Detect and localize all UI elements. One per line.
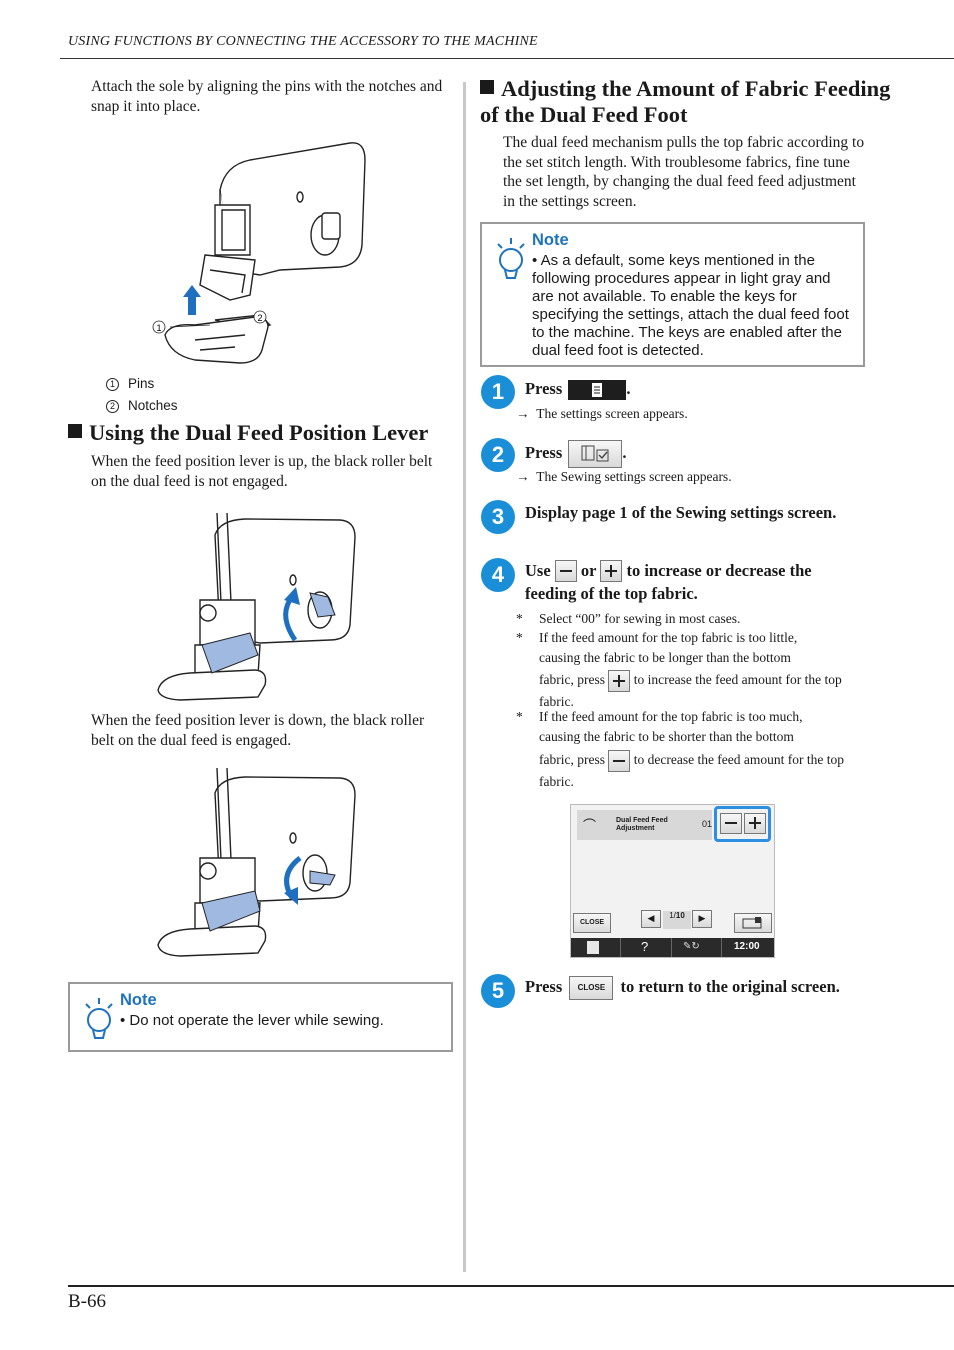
bullet-3-rest: fabric, press to decrease the feed amoun… <box>539 750 864 792</box>
plus-key-inline[interactable] <box>608 670 631 692</box>
step-3-badge: 3 <box>481 500 515 534</box>
running-header: USING FUNCTIONS BY CONNECTING THE ACCESS… <box>68 34 538 49</box>
highlight-box <box>714 806 771 842</box>
minus-icon <box>559 570 572 573</box>
bullet-marker-2: * <box>516 630 523 645</box>
note-title-left: Note <box>120 991 157 1009</box>
setting-row <box>577 810 712 840</box>
note-title-right: Note <box>532 231 569 249</box>
sole-attachment-illustration: 1 2 <box>152 142 366 364</box>
note-box-right: Note • As a default, some keys mentioned… <box>480 222 865 367</box>
lever-down-illustration <box>157 767 356 957</box>
bullet-marker-3: * <box>516 709 523 724</box>
bullet-2-rest: fabric, press to increase the feed amoun… <box>539 670 864 712</box>
callout-1: 1 <box>156 323 161 333</box>
settings-page-icon[interactable] <box>587 941 599 954</box>
minus-icon <box>613 760 626 762</box>
header-rule <box>60 58 954 59</box>
close-key[interactable]: CLOSE <box>569 976 614 1001</box>
screen-plus-key[interactable] <box>744 813 766 834</box>
sewing-status-icon[interactable]: ✎↻ <box>683 941 700 952</box>
prev-page-key[interactable]: ◀ <box>641 910 661 928</box>
sewing-settings-key[interactable] <box>568 440 623 468</box>
page-number: B-66 <box>68 1291 106 1312</box>
dual-feed-foot-icon: ⌒ <box>583 819 597 834</box>
note-box-left: Note • Do not operate the lever while se… <box>68 982 453 1052</box>
step-4-text: Use or to increase or decrease the feedi… <box>525 560 812 604</box>
help-icon[interactable]: ? <box>641 939 649 954</box>
step-5-badge: 5 <box>481 974 515 1008</box>
screen-minus-key[interactable] <box>720 813 742 834</box>
plus-icon <box>749 817 761 829</box>
minus-icon <box>725 822 737 824</box>
step-1-badge: 1 <box>481 375 515 409</box>
plus-icon <box>605 565 618 578</box>
step-3-text: Display page 1 of the Sewing settings sc… <box>525 503 837 522</box>
bullet-marker-1: * <box>516 611 523 626</box>
plus-key[interactable] <box>600 560 623 583</box>
step-2-badge: 2 <box>481 438 515 472</box>
machine-status-key[interactable] <box>734 913 772 933</box>
settings-page-icon <box>592 383 603 398</box>
note-text-right: • As a default, some keys mentioned in t… <box>532 252 849 359</box>
setting-label: Dual Feed Feed Adjustment <box>616 817 668 832</box>
machine-icon <box>742 917 762 929</box>
page-indicator: 1/10 <box>663 911 691 929</box>
step-1-text: Press . <box>525 378 631 401</box>
para-lever-up: When the feed position lever is up, the … <box>91 453 433 490</box>
lightbulb-icon <box>85 998 113 1039</box>
settings-key[interactable] <box>568 380 627 401</box>
clock-display: 12:00 <box>734 941 760 952</box>
minus-key-inline[interactable] <box>608 750 631 772</box>
screen-close-key[interactable]: CLOSE <box>573 913 611 933</box>
sewing-settings-icon <box>581 445 609 462</box>
minus-key[interactable] <box>554 560 577 583</box>
section-title-right: Adjusting the Amount of Fabric Feeding o… <box>480 76 891 127</box>
step-1-result: → The settings screen appears. <box>516 406 688 421</box>
intro-text: Attach the sole by aligning the pins wit… <box>91 78 443 115</box>
callout-2: 2 <box>257 313 262 323</box>
note-text-left: • Do not operate the lever while sewing. <box>120 1012 384 1029</box>
bullet-1: Select “00” for sewing in most cases. <box>539 611 741 626</box>
para-lever-down: When the feed position lever is down, th… <box>91 712 425 749</box>
machine-screen: ⌒ Dual Feed Feed Adjustment 01 CLOSE ◀ 1… <box>570 804 775 958</box>
step-2-result: → The Sewing settings screen appears. <box>516 469 732 484</box>
step-5-text: Press CLOSE to return to the original sc… <box>525 976 870 1001</box>
bullet-2-line: If the feed amount for the top fabric is… <box>539 630 798 665</box>
column-divider <box>463 82 466 1272</box>
section-title-left: Using the Dual Feed Position Lever <box>68 420 458 446</box>
intro-right: The dual feed mechanism pulls the top fa… <box>503 134 865 210</box>
bullet-3-line: If the feed amount for the top fabric is… <box>539 709 803 744</box>
step-2-text: Press . <box>525 440 627 468</box>
plus-icon <box>613 675 626 687</box>
next-page-key[interactable]: ▶ <box>692 910 712 928</box>
step-4-badge: 4 <box>481 558 515 592</box>
footer-rule <box>68 1285 954 1287</box>
setting-value: 01 <box>702 819 713 829</box>
lightbulb-icon <box>497 238 525 279</box>
lever-up-illustration <box>157 512 356 701</box>
screen-bottom-bar: ? ✎↻ 12:00 <box>571 938 774 957</box>
